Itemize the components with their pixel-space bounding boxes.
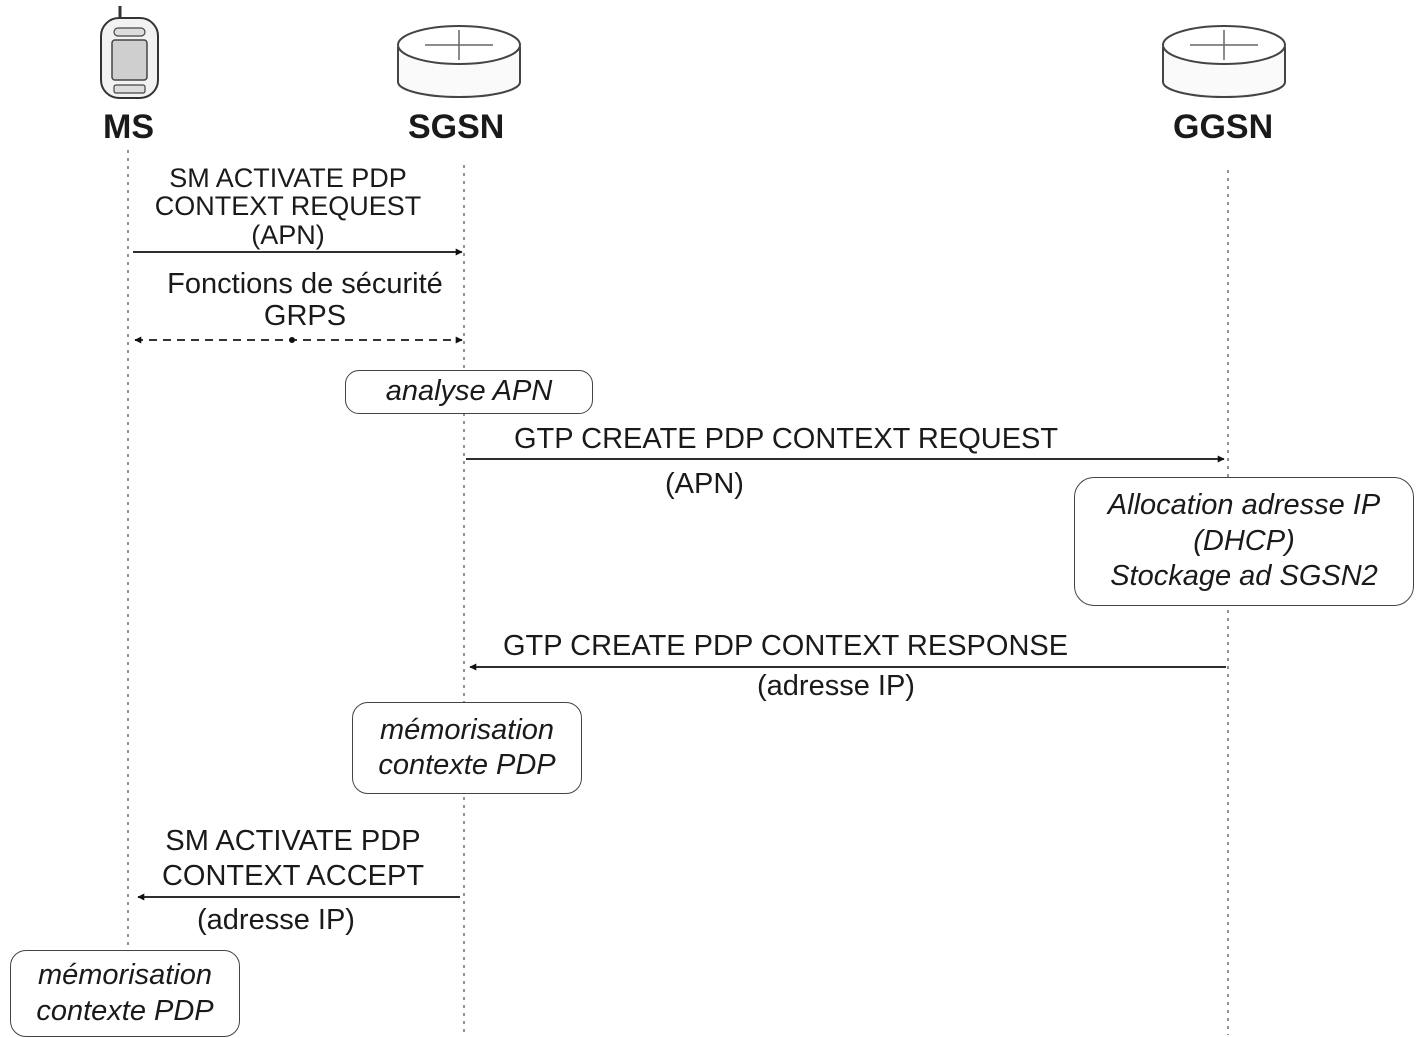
gtp-create-request-label: GTP CREATE PDP CONTEXT REQUEST xyxy=(514,423,1059,455)
analyse-apn-note: analyse APN xyxy=(345,370,593,414)
entity-label-sgsn: SGSN xyxy=(408,108,505,146)
gtp-create-response-label: GTP CREATE PDP CONTEXT RESPONSE xyxy=(503,630,1069,662)
activate-accept-label: SM ACTIVATE PDP CONTEXT ACCEPT xyxy=(161,825,425,892)
security-exchange-dot xyxy=(289,337,295,343)
router-icon xyxy=(397,25,521,98)
activate-request-label: SM ACTIVATE PDP CONTEXT REQUEST (APN) xyxy=(154,163,422,250)
router-icon xyxy=(1162,25,1286,98)
sgsn-memorisation-note: mémorisation contexte PDP xyxy=(352,702,582,794)
entity-label-ggsn: GGSN xyxy=(1173,108,1274,146)
mobile-phone-icon xyxy=(100,6,159,99)
analyse-apn-text: analyse APN xyxy=(385,375,553,408)
entity-label-ms: MS xyxy=(103,108,154,146)
security-functions-label: Fonctions de sécurité GRPS xyxy=(167,268,443,333)
gtp-create-response-param: (adresse IP) xyxy=(757,670,915,702)
ms-memorisation-note: mémorisation contexte PDP xyxy=(10,950,240,1037)
allocation-note: Allocation adresse IP (DHCP) Stockage ad… xyxy=(1074,477,1414,606)
gtp-create-request-param: (APN) xyxy=(665,468,744,500)
activate-accept-param: (adresse IP) xyxy=(197,904,355,936)
